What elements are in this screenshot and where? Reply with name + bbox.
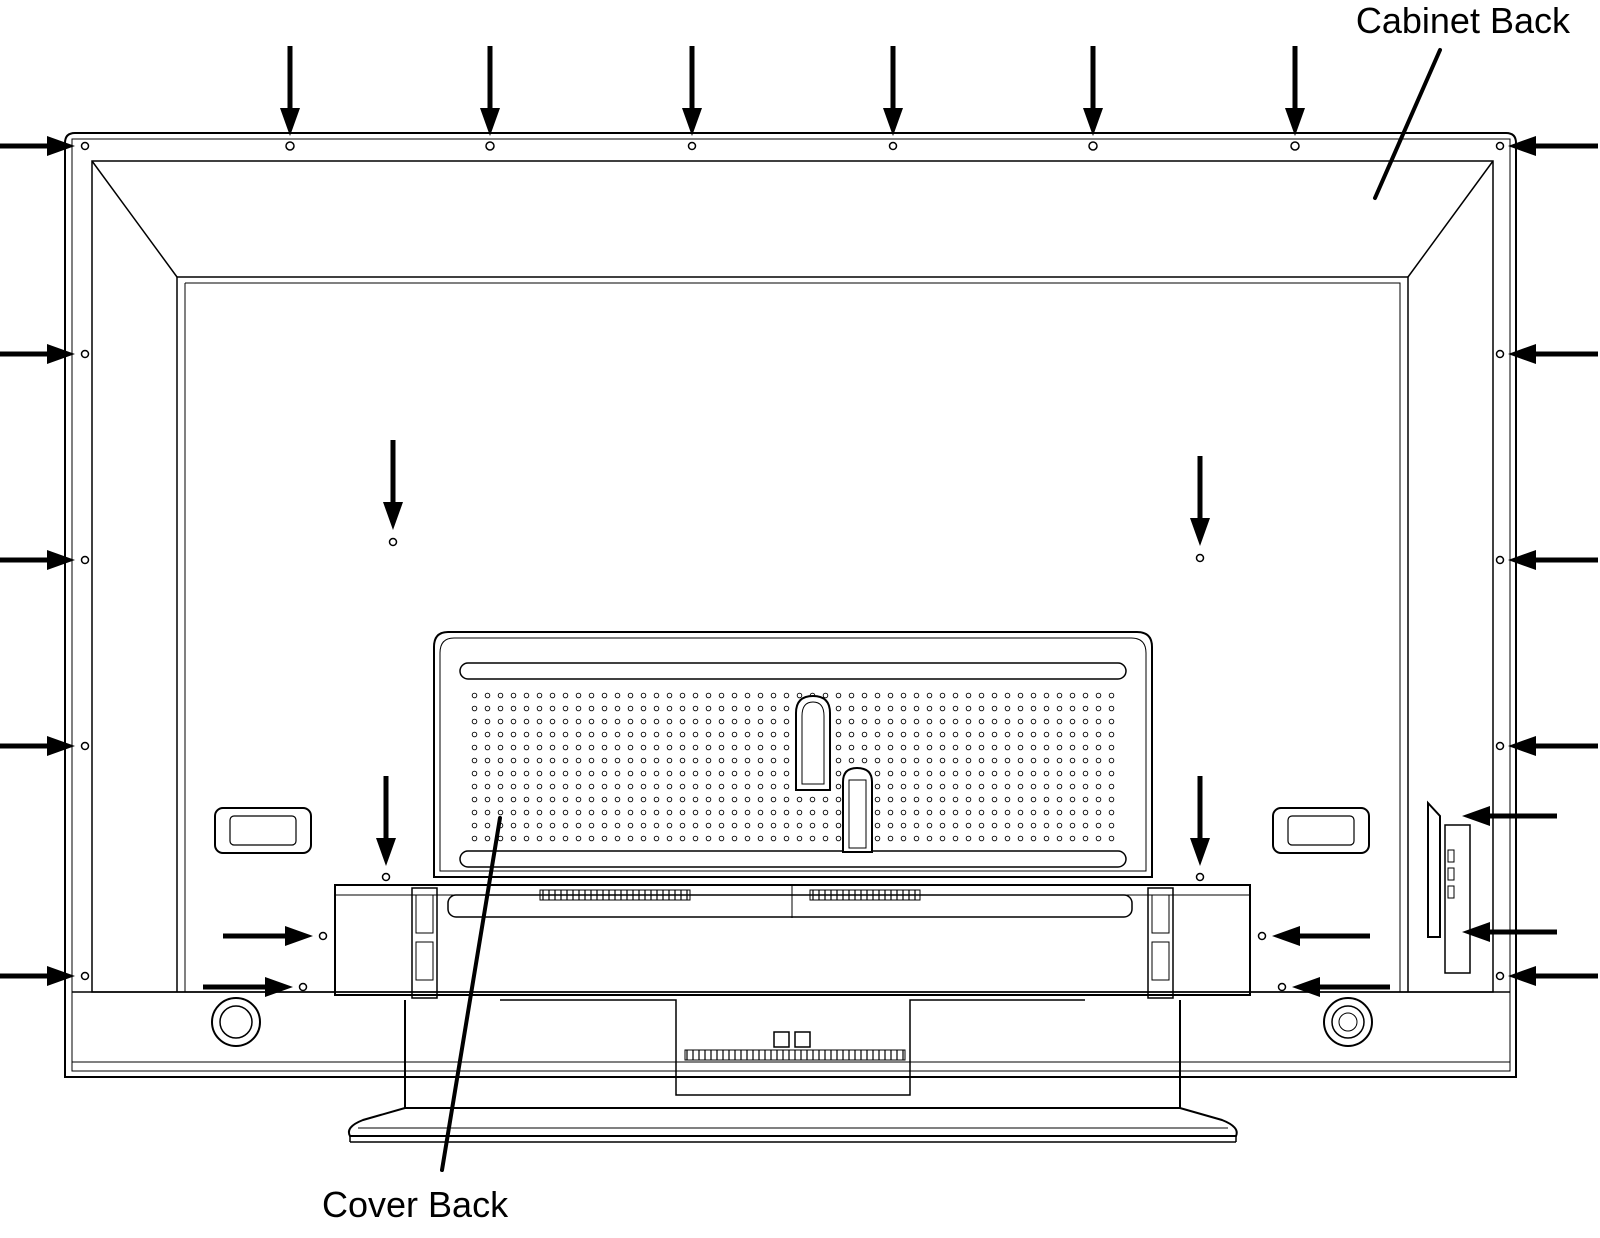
rear-knobs: [211, 997, 1373, 1047]
arrow-right: [203, 977, 293, 997]
cabinet-screw-holes: [80, 141, 1505, 992]
arrow-right: [0, 550, 75, 570]
arrow-right: [0, 736, 75, 756]
arrow-left: [1508, 736, 1598, 756]
leader-lines: [440, 48, 1442, 1172]
arrow-down: [1190, 456, 1210, 546]
arrow-left: [1462, 922, 1557, 942]
tv-stand: [347, 999, 1238, 1143]
arrow-down: [1190, 776, 1210, 866]
cabinet-back-label: Cabinet Back: [1355, 0, 1570, 41]
arrow-left: [1462, 806, 1557, 826]
cover-back: [433, 631, 1153, 878]
arrow-down: [480, 46, 500, 136]
cover-back-label: Cover Back: [322, 1184, 509, 1225]
arrow-left: [1508, 550, 1598, 570]
arrow-right: [0, 966, 75, 986]
arrow-down: [682, 46, 702, 136]
arrow-down: [1285, 46, 1305, 136]
side-av-panel: [1427, 800, 1471, 974]
carry-handles: [214, 807, 1370, 854]
arrow-down: [883, 46, 903, 136]
arrow-down: [376, 776, 396, 866]
screw-location-arrows: [0, 46, 1598, 997]
cabinet-back: [64, 132, 1517, 1078]
arrow-right: [0, 344, 75, 364]
arrow-left: [1508, 966, 1598, 986]
arrow-left: [1272, 926, 1370, 946]
arrow-left: [1508, 136, 1598, 156]
arrow-left: [1508, 344, 1598, 364]
arrow-right: [223, 926, 313, 946]
arrow-down: [383, 440, 403, 530]
arrow-down: [1083, 46, 1103, 136]
arrow-right: [0, 136, 75, 156]
arrow-left: [1292, 977, 1390, 997]
arrow-down: [280, 46, 300, 136]
terminal-bracket: [334, 884, 1251, 999]
